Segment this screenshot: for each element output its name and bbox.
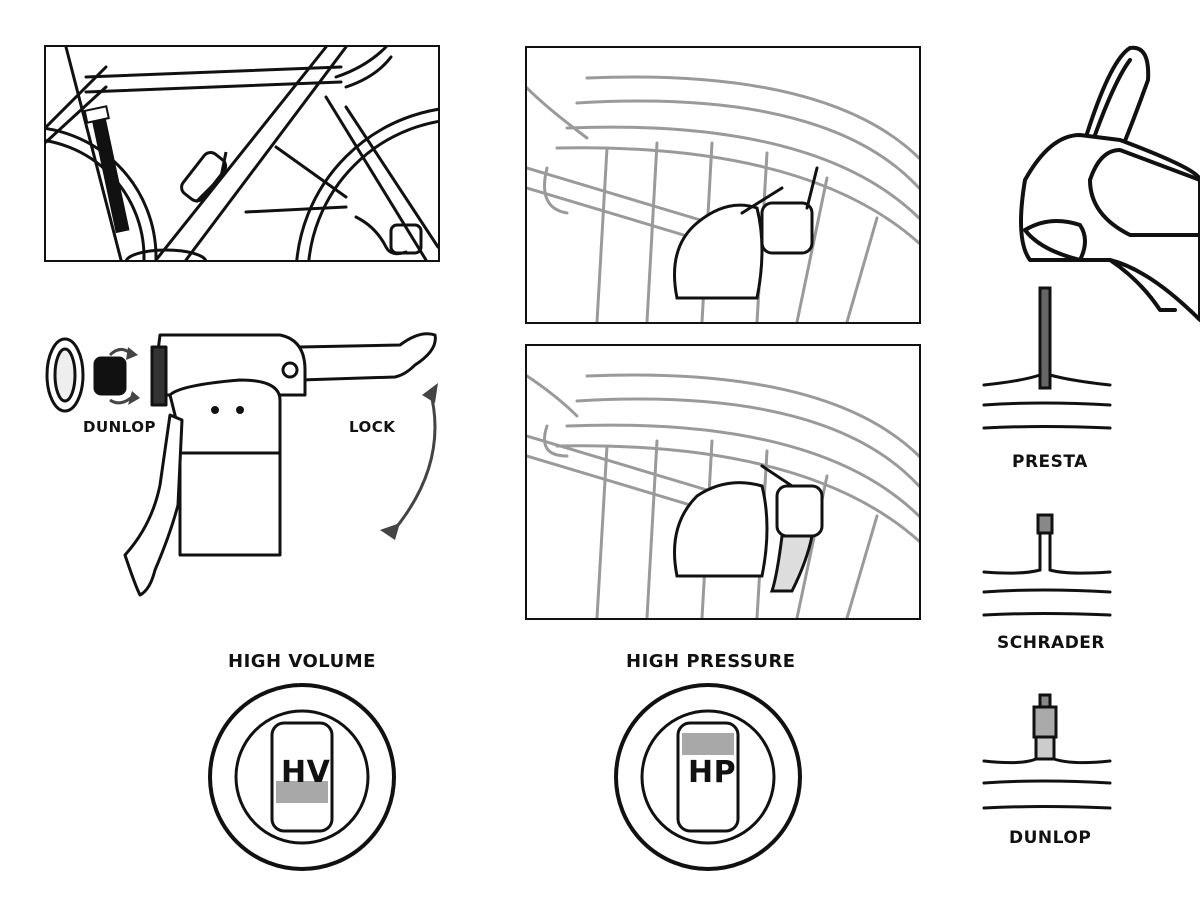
lock-label: LOCK xyxy=(349,418,396,436)
high-pressure-label: HIGH PRESSURE xyxy=(626,651,796,672)
high-volume-label: HIGH VOLUME xyxy=(228,651,376,672)
lock-arrow xyxy=(388,389,437,536)
bike-frame-illustration xyxy=(46,47,438,260)
hp-dial-text: HP xyxy=(688,755,737,790)
hp-indicator-band xyxy=(682,733,734,755)
schrader-label: SCHRADER xyxy=(997,633,1106,653)
hp-selector-dial xyxy=(614,683,802,871)
presta-valve xyxy=(982,286,1112,430)
pump-head-closeup xyxy=(1019,45,1200,322)
dunlop-adapter-label: DUNLOP xyxy=(83,418,156,436)
mounted-pump xyxy=(83,105,130,234)
bottle-cage xyxy=(180,151,228,204)
hv-selector-dial xyxy=(208,683,396,871)
schrader-valve xyxy=(982,513,1112,617)
inflate-panel-open xyxy=(525,46,921,324)
pump-head-diagram xyxy=(45,332,438,597)
lock-arrow-head-bottom xyxy=(380,523,400,540)
dunlop-valve xyxy=(982,693,1112,810)
inflate-panel-locked xyxy=(525,344,921,620)
presta-label: PRESTA xyxy=(1012,452,1088,472)
hv-indicator-band xyxy=(276,781,328,803)
wheel-inflate-illustration-2 xyxy=(527,373,919,618)
lock-arrow-head-top xyxy=(422,383,438,403)
bike-mount-panel xyxy=(44,45,440,262)
wheel-inflate-illustration-1 xyxy=(527,75,919,322)
dunlop-valve-label: DUNLOP xyxy=(1009,828,1092,848)
hv-dial-text: HV xyxy=(281,755,331,790)
